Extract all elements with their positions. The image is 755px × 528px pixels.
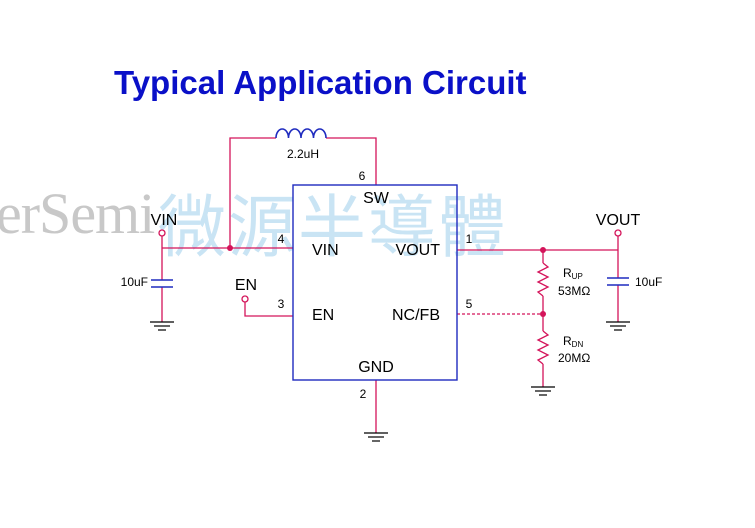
resistor-rup — [536, 262, 550, 297]
pin-name-vin: VIN — [312, 242, 339, 259]
ground-symbol-cin — [150, 321, 174, 331]
rdn-value: 20MΩ — [558, 351, 590, 365]
rup-name: RUP — [563, 266, 583, 281]
junction-vout — [540, 247, 546, 253]
page-title: Typical Application Circuit — [114, 64, 527, 101]
ground-symbol-ic — [364, 432, 388, 442]
pin-number-5: 5 — [466, 297, 473, 311]
pin-number-4: 4 — [278, 232, 285, 246]
pin-number-6: 6 — [359, 169, 366, 183]
rdn-name: RDN — [563, 334, 583, 349]
wire-en — [244, 302, 293, 317]
net-label-vout: VOUT — [596, 212, 641, 229]
wires — [161, 137, 619, 433]
inductor-value: 2.2uH — [287, 147, 319, 161]
pin-name-ncfb: NC/FB — [392, 307, 440, 324]
pin-number-1: 1 — [466, 232, 473, 246]
vin-terminal — [158, 229, 166, 237]
pin-name-sw: SW — [363, 190, 390, 207]
net-label-vin: VIN — [151, 212, 178, 229]
pin-name-en: EN — [312, 307, 334, 324]
inductor-symbol — [275, 128, 327, 139]
junction-fb — [540, 311, 546, 317]
ground-symbol-rdn — [531, 386, 555, 396]
cout-value: 10uF — [635, 275, 662, 289]
wire-sw-right — [326, 137, 377, 185]
capacitor-cin — [151, 279, 173, 288]
ic-body — [292, 184, 458, 381]
net-label-en: EN — [235, 277, 257, 294]
resistor-rdn — [536, 330, 550, 365]
vout-terminal — [614, 229, 622, 237]
cin-value: 10uF — [121, 275, 148, 289]
watermark-latin: erSemi — [0, 181, 155, 246]
watermark-cjk: 微源半導體 — [158, 189, 509, 268]
wire-sw-left — [229, 137, 276, 248]
pin-name-vout: VOUT — [396, 242, 441, 259]
rup-value: 53MΩ — [558, 284, 590, 298]
pin-name-gnd: GND — [358, 359, 394, 376]
en-terminal — [241, 295, 249, 303]
pin-number-2: 2 — [360, 387, 367, 401]
junction-vin — [227, 245, 233, 251]
ground-symbol-cout — [606, 321, 630, 331]
pin-number-3: 3 — [278, 297, 285, 311]
capacitor-cout — [607, 277, 629, 286]
